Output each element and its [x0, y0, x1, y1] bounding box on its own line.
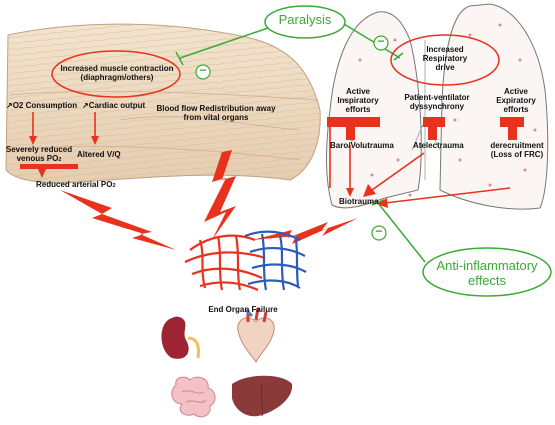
paralysis-label: Paralysis — [278, 12, 332, 27]
venous-po2-text: venous PO — [16, 154, 59, 164]
active-inspiratory-label: Active Inspiratory efforts — [328, 87, 388, 115]
blood-flow-label: Blood flow Redistribution away from vita… — [146, 104, 286, 122]
dyssynchrony-label: Patient-ventilator dyssynchrony — [395, 93, 479, 111]
muscle-contraction-line-2: (diaphragm/others) — [80, 73, 154, 83]
anti-inflammatory-label: Anti-inflammatory effects — [432, 258, 542, 289]
active-inspiratory-line-3: efforts — [345, 105, 371, 115]
respiratory-drive-line-1: Increased — [426, 45, 464, 54]
kidney-icon — [161, 316, 200, 359]
flow-arrows — [20, 112, 524, 208]
anti-inflammatory-callout — [371, 199, 552, 297]
up-arrow-icon: ↗ — [82, 101, 89, 110]
liver-icon — [232, 375, 293, 417]
heart-icon — [237, 307, 275, 364]
dyssynchrony-line-2: dyssynchrony — [409, 102, 465, 112]
barotrauma-label: Baro/Volutrauma — [330, 141, 394, 150]
o2-consumption-text: O2 Consumption — [12, 101, 78, 110]
active-expiratory-label: Active Expiratory efforts — [488, 87, 544, 115]
arterial-po2-label: Reduced arterial PO2 — [36, 180, 116, 189]
active-expiratory-line-2: Expiratory — [496, 96, 536, 106]
muscle-contraction-label: Increased muscle contraction (diaphragm/… — [56, 64, 178, 82]
altered-vq-label: Altered V/Q — [77, 150, 121, 159]
cardiac-output-text: Cardiac output — [88, 101, 146, 110]
respiratory-drive-line-2: Respiratory — [422, 54, 468, 64]
muscle-illustration — [5, 23, 321, 184]
minus-badges — [195, 35, 389, 241]
venous-po2-line-1: Severely reduced — [5, 145, 73, 154]
respiratory-drive-label: Increased Respiratory drive — [405, 45, 485, 73]
intestine-icon — [171, 376, 216, 418]
blood-flow-line-1: Blood flow Redistribution away — [156, 104, 276, 113]
blood-vessel-network — [184, 230, 307, 292]
anti-inflammatory-line-1: Anti-inflammatory — [436, 258, 538, 273]
paralysis-callout — [175, 5, 404, 66]
dyssynchrony-line-1: Patient-ventilator — [404, 93, 470, 102]
venous-po2-line-2: venous PO2 — [2, 154, 76, 163]
derecruitment-line-2: (Loss of FRC) — [490, 150, 544, 160]
derecruitment-line-1: derecruitment — [490, 141, 544, 150]
active-expiratory-line-1: Active — [503, 87, 528, 96]
muscle-contraction-line-1: Increased muscle contraction — [60, 64, 174, 73]
anti-inflammatory-line-2: effects — [467, 272, 507, 288]
arterial-po2-subscript: 2 — [112, 183, 116, 189]
active-inspiratory-line-2: Inspiratory — [337, 96, 379, 106]
respiratory-drive-line-3: drive — [435, 63, 455, 73]
minus-sign-muscle: − — [199, 63, 207, 77]
atelectrauma-label: Atelectrauma — [413, 141, 464, 150]
lightning-bolts — [60, 150, 358, 250]
up-arrow-icon: ↗ — [6, 101, 13, 110]
o2-consumption-label: ↗O2 Consumption — [6, 101, 77, 110]
venous-po2-subscript: 2 — [58, 157, 62, 164]
respiratory-drive-ellipse — [390, 34, 500, 86]
cardiac-output-label: ↗Cardiac output — [82, 101, 145, 110]
minus-sign-inflammation: − — [375, 224, 383, 238]
arterial-po2-text: Reduced arterial PO — [36, 180, 113, 189]
end-organ-failure-label: End Organ Failure — [208, 305, 278, 314]
active-inspiratory-line-1: Active — [345, 87, 370, 96]
venous-po2-label: Severely reduced venous PO2 — [2, 145, 76, 164]
muscle-contraction-ellipse — [51, 50, 181, 98]
minus-sign-lung: − — [377, 34, 385, 48]
blood-flow-line-2: from vital organs — [183, 113, 249, 123]
biotrauma-label: Biotrauma — [339, 197, 379, 206]
active-expiratory-line-3: efforts — [503, 105, 529, 115]
derecruitment-label: derecruitment (Loss of FRC) — [484, 141, 550, 159]
